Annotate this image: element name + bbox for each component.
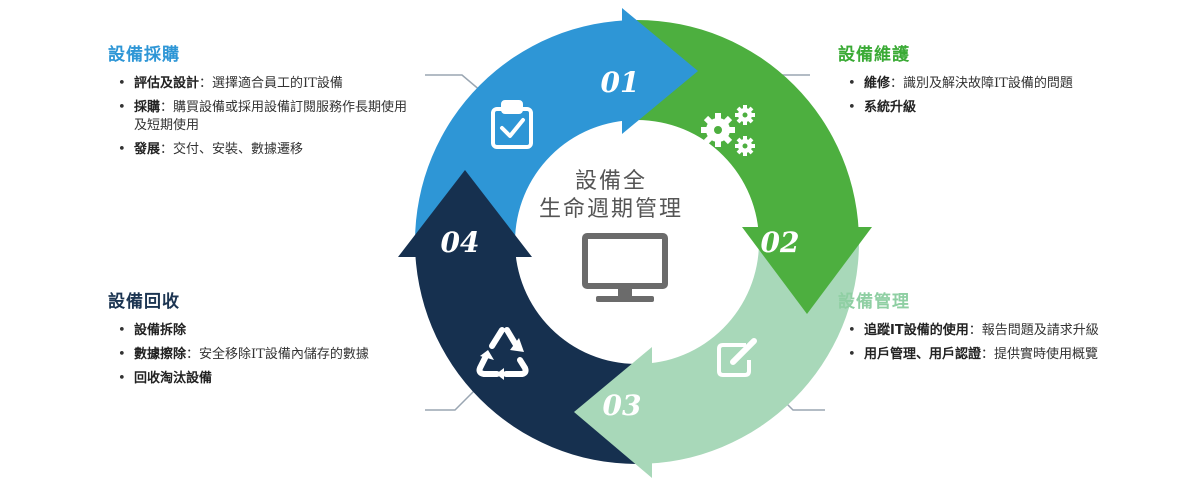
list-item: 採購：購買設備或採用設備訂閱服務作長期使用及短期使用 [108,99,408,135]
panel-recycle: 設備回收 設備拆除 數據擦除：安全移除IT設備內儲存的數據 回收淘汰設備 [108,287,408,394]
stage-number-04: 04 [441,226,480,259]
panel-management: 設備管理 追蹤IT設備的使用：報告問題及請求升級 用戶管理、用戶認證：提供實時使… [838,287,1138,370]
arrowhead-04 [398,170,532,257]
list-item-desc: ：識別及解決故障IT設備的問題 [890,76,1073,91]
panel-list-procurement: 評估及設計：選擇適合員工的IT設備 採購：購買設備或採用設備訂閱服務作長期使用及… [108,75,408,159]
list-item-term: 評估及設計 [134,76,200,91]
panel-procurement: 設備採購 評估及設計：選擇適合員工的IT設備 採購：購買設備或採用設備訂閱服務作… [108,40,408,165]
panel-list-recycle: 設備拆除 數據擦除：安全移除IT設備內儲存的數據 回收淘汰設備 [108,322,408,388]
stage-number-02: 02 [761,226,800,259]
center-title-line1: 設備全 [575,169,647,194]
clipboard-check-icon [491,100,533,149]
list-item-term: 數據擦除 [134,347,187,362]
center-title-line2: 生命週期管理 [539,197,683,222]
panel-title-procurement: 設備採購 [108,45,180,65]
panel-list-management: 追蹤IT設備的使用：報告問題及請求升級 用戶管理、用戶認證：提供實時使用概覽 [838,322,1138,364]
list-item: 回收淘汰設備 [108,370,408,388]
edit-icon [717,338,757,377]
arrowhead-02 [742,227,872,314]
list-item-term: 回收淘汰設備 [134,371,213,386]
list-item-term: 設備拆除 [134,323,187,338]
arrowhead-03 [574,347,652,478]
panel-title-maintenance: 設備維護 [838,45,910,65]
list-item-term: 系統升級 [864,100,917,115]
stage-number-03: 03 [603,389,642,422]
list-item: 追蹤IT設備的使用：報告問題及請求升級 [838,322,1138,340]
list-item-term: 追蹤IT設備的使用 [864,323,969,338]
monitor-icon [582,233,668,302]
list-item: 維修：識別及解決故障IT設備的問題 [838,75,1118,93]
list-item: 系統升級 [838,99,1118,117]
list-item: 發展：交付、安裝、數據遷移 [108,141,408,159]
list-item-desc: ：交付、安裝、數據遷移 [160,142,304,157]
panel-list-maintenance: 維修：識別及解決故障IT設備的問題 系統升級 [838,75,1118,117]
panel-maintenance: 設備維護 維修：識別及解決故障IT設備的問題 系統升級 [838,40,1118,123]
list-item-desc: ：報告問題及請求升級 [968,323,1099,338]
list-item: 設備拆除 [108,322,408,340]
list-item-desc: ：安全移除IT設備內儲存的數據 [186,347,369,362]
list-item-term: 發展 [134,142,161,157]
list-item-desc: ：提供實時使用概覽 [981,347,1099,362]
list-item-desc: ：選擇適合員工的IT設備 [199,76,343,91]
list-item-term: 維修 [864,76,891,91]
panel-title-management: 設備管理 [838,292,910,312]
list-item-term: 用戶管理、用戶認證 [864,347,982,362]
list-item: 評估及設計：選擇適合員工的IT設備 [108,75,408,93]
connector-recycle [425,389,476,411]
list-item-term: 採購 [134,100,161,115]
panel-title-recycle: 設備回收 [108,292,180,312]
list-item: 數據擦除：安全移除IT設備內儲存的數據 [108,346,408,364]
list-item-desc: ：購買設備或採用設備訂閱服務作長期使用及短期使用 [134,100,408,133]
arrowhead-01 [622,8,698,134]
stage-number-01: 01 [601,66,640,99]
gears-icon [701,105,755,156]
recycle-icon [476,327,529,380]
list-item: 用戶管理、用戶認證：提供實時使用概覽 [838,346,1138,364]
